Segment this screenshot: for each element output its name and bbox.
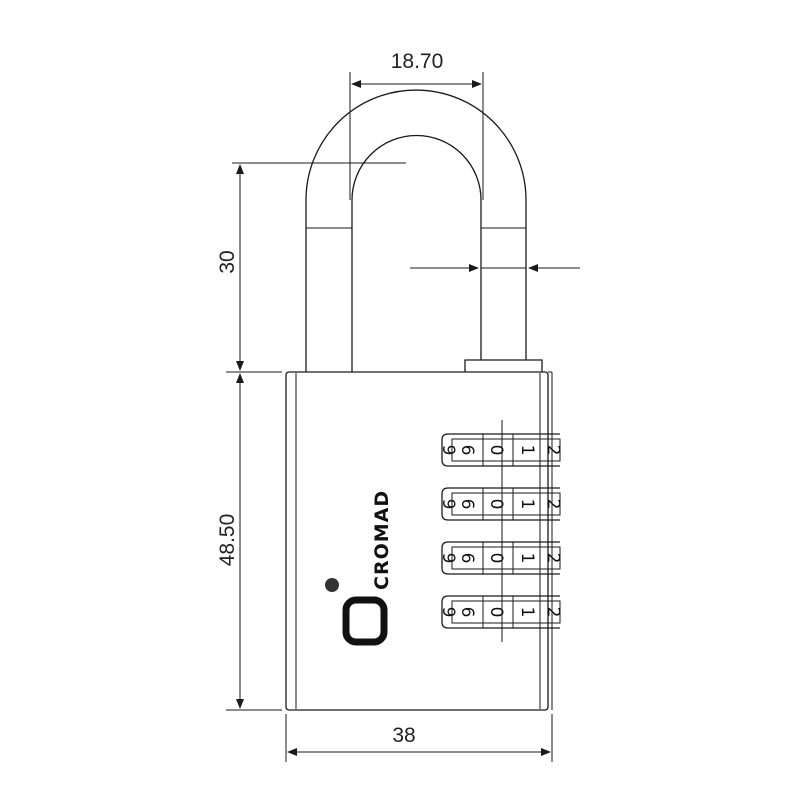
dial-digit: 9 — [438, 445, 458, 456]
dial-digit: 9 — [438, 607, 458, 618]
logo-square — [342, 596, 388, 646]
dial-digit: 9 — [438, 553, 458, 564]
logo-dot — [325, 578, 339, 592]
dimension-body-height: 48.50 — [216, 373, 282, 711]
dial-digit: 2 — [543, 607, 563, 618]
dial-digit: 6 — [457, 553, 477, 564]
dimension-label-18-70: 18.70 — [391, 50, 444, 73]
shackle — [305, 89, 543, 372]
dial-digit: 1 — [517, 499, 537, 510]
dial-digit: 1 — [517, 445, 537, 456]
dial-digit: 0 — [486, 553, 506, 564]
dimension-label-30: 30 — [216, 250, 239, 273]
dial-digit: 6 — [457, 607, 477, 618]
dial-digit: 0 — [486, 445, 506, 456]
dimension-body-width: 38 — [285, 714, 553, 762]
dimension-shackle-inner-width: 18.70 — [349, 50, 484, 200]
dimension-label-38: 38 — [392, 724, 415, 747]
brand-name: CROMAD — [371, 490, 393, 590]
dial-digit: 0 — [486, 607, 506, 618]
lock-body — [285, 371, 553, 711]
dial-digit: 2 — [543, 499, 563, 510]
dial-digit: 1 — [517, 607, 537, 618]
dial-digit: 0 — [486, 499, 506, 510]
dial-digit: 9 — [438, 499, 458, 510]
dial-digit: 1 — [517, 553, 537, 564]
dial-digit: 2 — [543, 445, 563, 456]
brand-logo: CROMAD — [325, 490, 393, 646]
dial-digit: 2 — [543, 553, 563, 564]
dial-digit: 6 — [457, 445, 477, 456]
dimension-shackle-height: 30 — [216, 162, 406, 373]
dial-digit: 6 — [457, 499, 477, 510]
dimension-label-48-50: 48.50 — [216, 514, 239, 567]
